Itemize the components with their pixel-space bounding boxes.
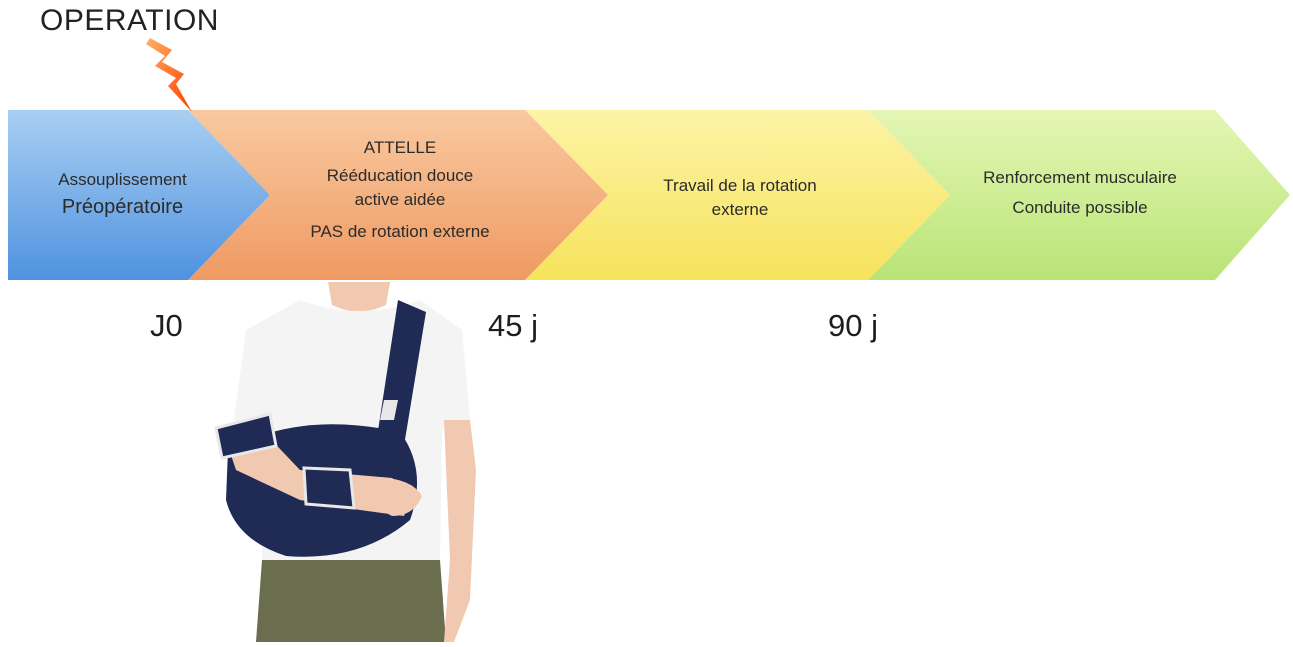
segment-1-line-2: Préopératoire bbox=[61, 196, 184, 218]
segment-2-line-1: ATTELLE bbox=[363, 138, 437, 157]
segment-3-line-1: Travail de la rotation bbox=[663, 176, 817, 195]
timeline-label-90j: 90 j bbox=[828, 308, 878, 343]
segment-arrow-3 bbox=[525, 110, 950, 280]
segment-arrow-1 bbox=[8, 110, 270, 280]
operation-title: OPERATION bbox=[40, 4, 219, 37]
segment-3-line-2: externe bbox=[711, 200, 769, 219]
lightning-icon bbox=[146, 38, 192, 112]
segment-1-text: Assouplissement Préopératoire bbox=[20, 168, 225, 222]
segment-arrow-2 bbox=[188, 110, 608, 280]
segment-arrow-4 bbox=[868, 110, 1290, 280]
person-arm-sling-icon bbox=[214, 282, 476, 642]
segment-2-line-4: PAS de rotation externe bbox=[310, 222, 490, 241]
timeline-label-j0: J0 bbox=[150, 308, 183, 343]
segment-4-line-2: Conduite possible bbox=[1012, 198, 1148, 217]
segment-2-line-3: active aidée bbox=[354, 190, 446, 209]
segment-2-line-2: Rééducation douce bbox=[326, 166, 474, 185]
segment-3-text: Travail de la rotation externe bbox=[620, 174, 860, 222]
segment-2-text: ATTELLE Rééducation douce active aidée P… bbox=[280, 136, 520, 244]
segment-1-line-1: Assouplissement bbox=[58, 170, 187, 189]
segment-4-text: Renforcement musculaire Conduite possibl… bbox=[945, 166, 1215, 220]
segment-4-line-1: Renforcement musculaire bbox=[983, 168, 1177, 187]
timeline-label-45j: 45 j bbox=[488, 308, 538, 343]
